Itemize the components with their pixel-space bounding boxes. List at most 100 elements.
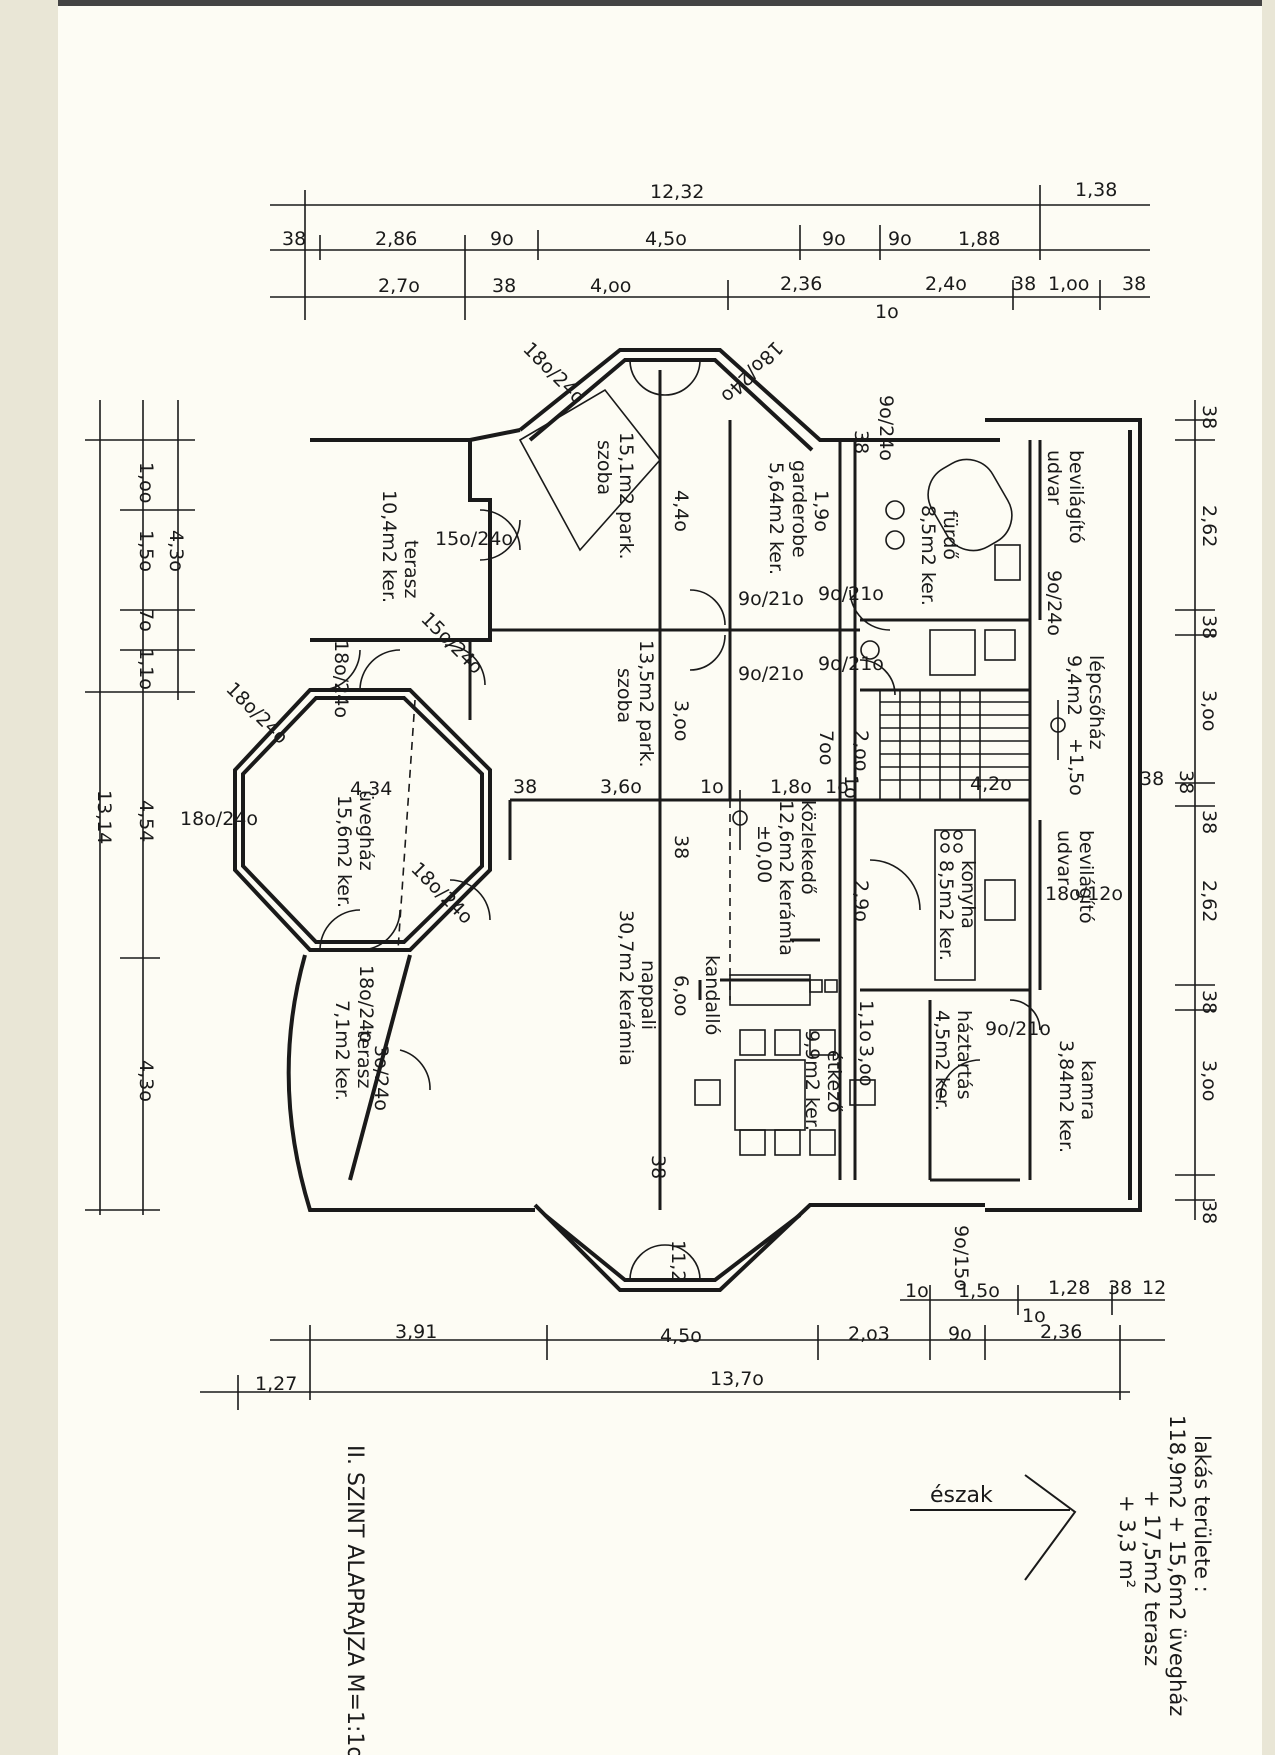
room-gardrob: garderobe xyxy=(788,460,810,558)
room-kamra: kamra xyxy=(1077,1060,1099,1120)
dim-text: 1o xyxy=(700,776,724,798)
door-label: 9o/21o xyxy=(985,1018,1051,1040)
door-label: 18o/12o xyxy=(1045,883,1123,905)
dim-text: 38 xyxy=(1198,810,1220,834)
room-bevilagito-2: bevilágító xyxy=(1075,830,1097,924)
dim-text: 1,oo xyxy=(1048,273,1089,295)
door-label: 9o/21o xyxy=(738,663,804,685)
dim-text: 3,oo xyxy=(1198,1060,1220,1101)
dim-text: 7oo xyxy=(815,730,837,765)
dim-text: 3,oo xyxy=(1198,690,1220,731)
inner-dimension-texts: 4,4o 3,oo 6,oo 38 3,6o 1o 1,8o 1o 4,2o 3… xyxy=(350,430,1164,1282)
dim-text: 38 xyxy=(647,1155,669,1179)
dim-text: 4,34 xyxy=(350,778,392,800)
area-line-2: + 17,5m2 terasz xyxy=(1140,1490,1164,1666)
room-haztartas-area: 4,5m2 ker. xyxy=(931,1010,953,1111)
room-uveghaz-area: 15,6m2 ker. xyxy=(333,795,355,908)
door-label: 18o/24o xyxy=(330,640,352,718)
room-lepcsohaz: lépcsőház xyxy=(1085,655,1107,750)
door-size-labels: 18o/24o 18o/24o 15o/24o 15o/24o 18o/24o … xyxy=(180,336,1123,1290)
area-heading: lakás területe : xyxy=(1190,1435,1214,1593)
area-summary: lakás területe : 118,9m2 + 15,6m2 üveghá… xyxy=(1115,1415,1214,1716)
dim-total-width: 12,32 xyxy=(650,181,704,203)
dim-text: 9o xyxy=(490,228,514,250)
dim-text: 38 xyxy=(282,228,306,250)
room-lepcsohaz-area: 9,4m2 xyxy=(1063,655,1085,716)
room-uveghaz: üvegház xyxy=(355,790,377,871)
dim-text: 1,5o xyxy=(135,530,157,572)
room-konyha: konyha xyxy=(957,860,979,929)
room-bevilagito-1-sub: udvar xyxy=(1043,450,1065,505)
north-label: észak xyxy=(930,1483,993,1508)
dim-text: 11,2 xyxy=(667,1240,689,1282)
dim-text: 9o xyxy=(888,228,912,250)
north-arrow-icon xyxy=(910,1474,1077,1581)
dim-text: 1,9o xyxy=(810,490,832,532)
dim-text: 1,5o xyxy=(958,1280,1000,1302)
dim-text: 38 xyxy=(1108,1277,1132,1299)
room-szoba-2-area: 13,5m2 park. xyxy=(635,640,657,768)
room-terasz-2-area: 7,1m2 ker. xyxy=(331,1000,353,1101)
right-dimension-lines xyxy=(1175,400,1215,1220)
level-markers xyxy=(732,700,1066,850)
dim-text: 2,62 xyxy=(1198,505,1220,547)
staircase xyxy=(879,689,1031,801)
dim-text: 38 xyxy=(1198,615,1220,639)
dim-text: 2,oo xyxy=(850,730,872,771)
szoba-rotated-outline xyxy=(518,388,662,552)
door-label: 9o/24o xyxy=(1043,570,1065,636)
door-label: 18o/24o xyxy=(518,338,589,409)
dim-text: 2,86 xyxy=(375,228,417,250)
door-label: 18o/24o xyxy=(180,808,258,830)
left-dimension-texts: 1,oo 1,5o 7o 1,1o 4,3o 4,54 4,3o 13,14 xyxy=(93,462,187,1102)
dim-text: 4,5o xyxy=(645,228,687,250)
dim-top-right: 1,38 xyxy=(1075,179,1117,201)
dim-text: 2,7o xyxy=(378,275,420,297)
dim-text: 3,oo xyxy=(855,1045,877,1086)
top-dimension-texts: 12,32 1,38 38 2,86 9o 4,5o 9o 9o 1,88 2,… xyxy=(282,179,1146,323)
left-dimension-lines xyxy=(85,400,195,1215)
room-bevilagito-2-sub: udvar xyxy=(1053,830,1075,885)
door-label: 18o/24o xyxy=(221,678,292,749)
dim-text: 2,o3 xyxy=(848,1323,890,1345)
drawing-title: II. SZINT ALAPRAJZA M=1:1oo xyxy=(342,1445,367,1755)
dim-text: 1,1o xyxy=(855,1000,877,1042)
dim-text: 4,54 xyxy=(135,800,157,842)
dim-text: 4,3o xyxy=(135,1060,157,1102)
room-furdo-area: 8,5m2 ker. xyxy=(917,505,939,606)
door-label: 9o/21o xyxy=(818,653,884,675)
dim-text: 1o xyxy=(905,1280,929,1302)
dim-text: 38 xyxy=(1140,768,1164,790)
dim-text: 1o xyxy=(840,775,862,799)
dim-text: 3,oo xyxy=(670,700,692,741)
dim-text: 38 xyxy=(1012,273,1036,295)
door-swings xyxy=(319,359,1041,1281)
door-label: 18o/24o xyxy=(355,965,377,1043)
dim-text: 38 xyxy=(1198,1200,1220,1224)
dim-text: 2,62 xyxy=(1198,880,1220,922)
top-dimension-lines xyxy=(270,185,1150,320)
door-label: 9o/21o xyxy=(738,588,804,610)
door-label: 9o/21o xyxy=(818,583,884,605)
exterior-walls xyxy=(233,348,1142,1292)
dim-text: 1,1o xyxy=(135,648,157,690)
room-gardrob-area: 5,64m2 ker. xyxy=(765,462,787,575)
dim-text: 3,91 xyxy=(395,1321,437,1343)
dim-text: 2,36 xyxy=(1040,1321,1082,1343)
area-line-3: + 3,3 m² xyxy=(1115,1495,1139,1588)
door-label: 15o/24o xyxy=(416,608,487,679)
dim-text: 2,36 xyxy=(780,273,822,295)
dim-text: 38 xyxy=(513,776,537,798)
dim-text: 1,88 xyxy=(958,228,1000,250)
dim-text: 1o xyxy=(1022,1305,1046,1327)
dim-text: 12 xyxy=(1142,1277,1166,1299)
room-haztartas: háztartás xyxy=(953,1010,975,1100)
room-kozlekedo-area: 12,6m2 kerámia xyxy=(775,800,797,956)
room-szoba-2: szoba xyxy=(613,668,635,723)
dim-text: 4,2o xyxy=(970,773,1012,795)
bottom-dimension-lines xyxy=(200,1285,1165,1410)
dim-text: 9o xyxy=(822,228,846,250)
room-terasz-2: terasz xyxy=(353,1030,375,1088)
level-plus15: +1,5o xyxy=(1065,738,1087,796)
